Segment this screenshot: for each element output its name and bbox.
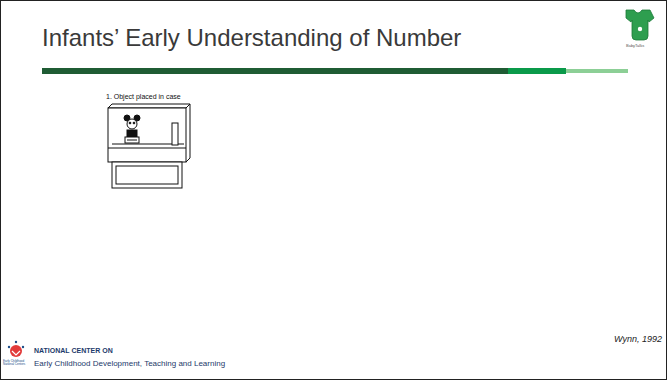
underline-dark <box>42 68 508 74</box>
center-logo <box>8 341 24 357</box>
panel-caption: 1. Object placed in case <box>106 93 181 100</box>
underline-mid <box>508 68 566 74</box>
icon-label: BabyTalks <box>626 43 644 48</box>
logo-small-text: Early Childhood National Centers <box>3 360 29 367</box>
onesie-icon <box>626 10 654 40</box>
underline-light <box>566 69 628 73</box>
org-subtitle: Early Childhood Development, Teaching an… <box>34 359 225 368</box>
slide-title: Infants’ Early Understanding of Number <box>42 24 461 52</box>
citation: Wynn, 1992 <box>614 334 662 344</box>
case-drawing <box>108 104 190 188</box>
org-name: NATIONAL CENTER ON <box>34 347 113 354</box>
